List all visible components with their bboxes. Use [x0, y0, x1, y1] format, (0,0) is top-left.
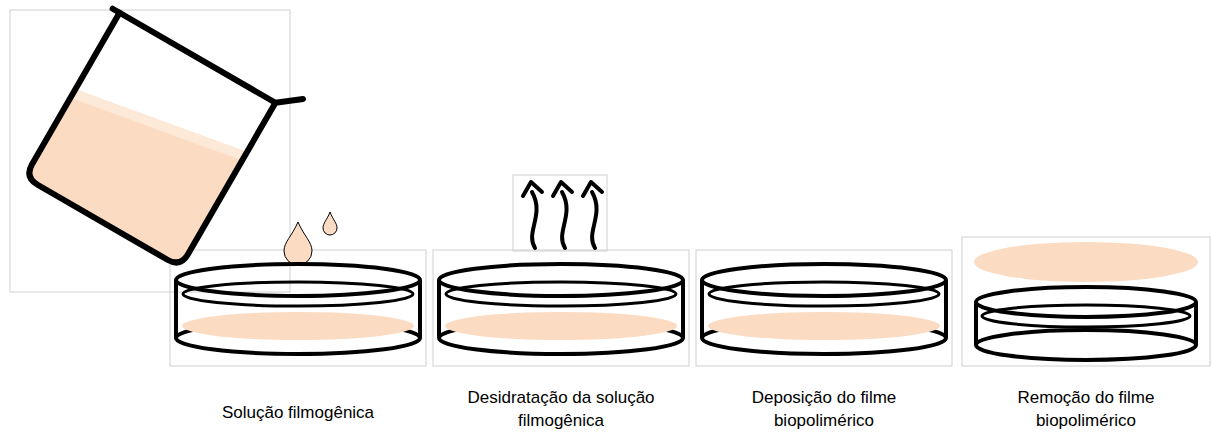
- step-caption: Solução filmogênica: [203, 401, 393, 424]
- drop: [284, 222, 312, 265]
- beaker: [8, 0, 303, 291]
- petri-dish: [439, 264, 683, 354]
- petri-dish: [974, 242, 1198, 360]
- step-caption: Deposição do filme biopolimérico: [729, 386, 919, 432]
- evaporation-arrow: [523, 182, 602, 248]
- step-caption: Desidratação da solução filmogênica: [466, 386, 656, 432]
- petri-dish: [176, 264, 420, 354]
- step-caption: Remoção do filme biopolimérico: [991, 386, 1181, 432]
- petri-dish: [702, 264, 946, 354]
- drop: [323, 212, 337, 235]
- petri-dish: [176, 264, 946, 354]
